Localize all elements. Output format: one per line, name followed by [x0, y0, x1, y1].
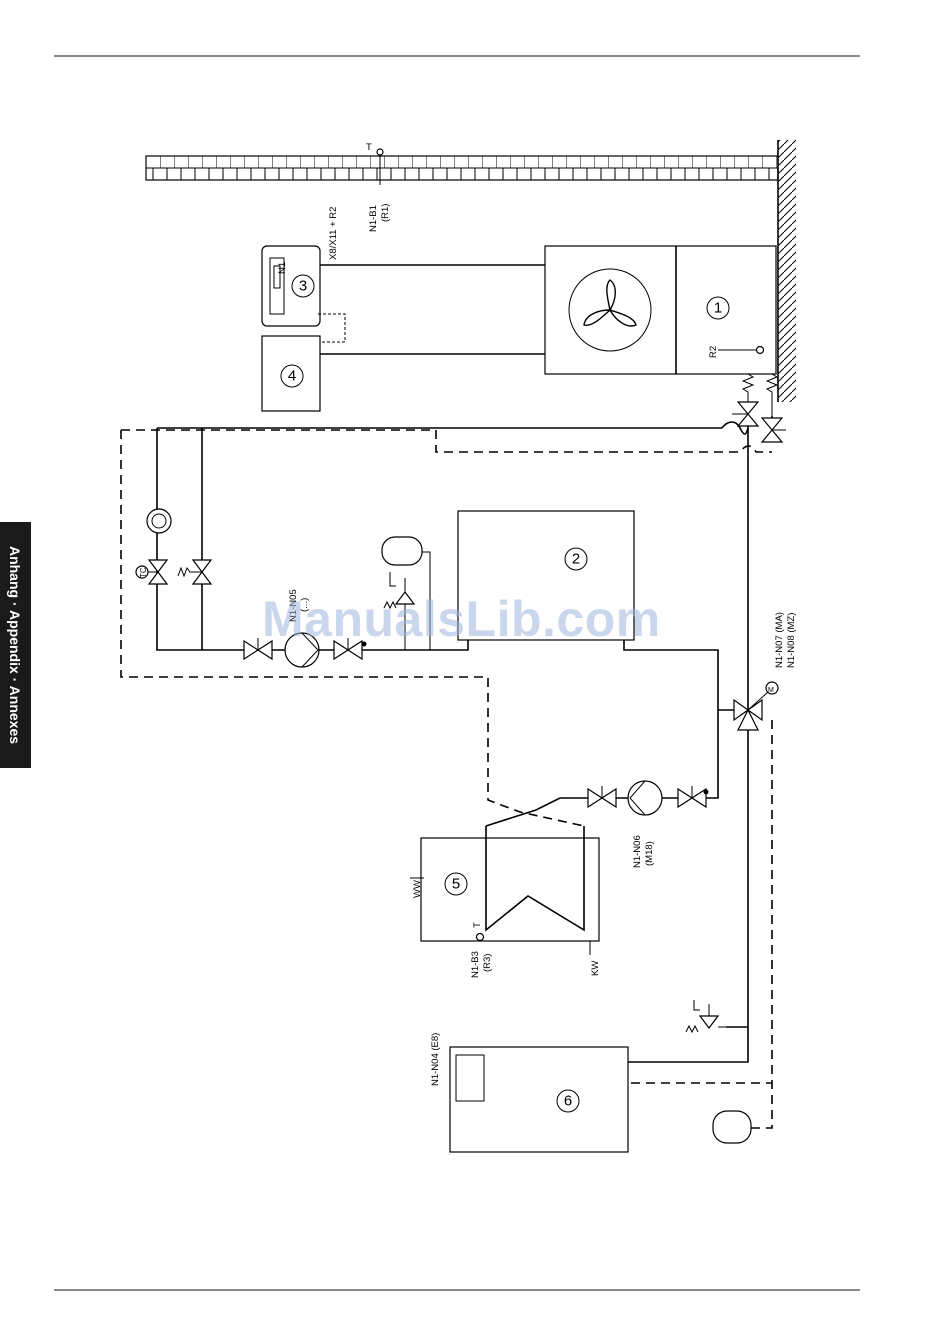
label-n1b3: N1-B3 — [470, 951, 481, 978]
expansion-vessel-lower — [713, 1083, 772, 1143]
label-n1-unit: N1 — [277, 262, 288, 274]
extension-unit — [262, 336, 545, 411]
label-r2: R2 — [708, 346, 719, 358]
label-tc: TC — [139, 567, 148, 578]
label-r1: (R1) — [380, 204, 391, 222]
outer-wall — [146, 156, 778, 180]
component-number-3: 3 — [299, 278, 307, 295]
component-number-1: 1 — [714, 300, 722, 317]
flex-hose-1 — [743, 374, 753, 402]
overflow-valve — [178, 560, 211, 584]
label-n1n04: N1-N04 (E8) — [430, 1033, 441, 1086]
label-m18: (M18) — [644, 841, 655, 866]
return-dashed-pipes — [121, 416, 772, 1083]
label-ww: WW — [412, 880, 423, 898]
shutoff-valve-hp-2 — [762, 418, 786, 442]
safety-valve-lower — [686, 1000, 726, 1032]
component-number-6: 6 — [564, 1093, 572, 1110]
component-number-2: 2 — [572, 551, 580, 568]
watermark: ManualsLib.com — [262, 590, 661, 648]
flex-hose-2 — [767, 374, 777, 418]
label-n1n08: N1-N08 (MZ) — [786, 613, 797, 668]
boiler — [450, 1047, 628, 1152]
label-kw: KW — [590, 961, 601, 976]
label-n1n06: N1-N06 — [632, 835, 643, 868]
component-number-4: 4 — [288, 368, 296, 385]
ground — [778, 140, 796, 402]
label-n1b1: N1-B1 — [368, 205, 379, 232]
pressure-gauge — [147, 509, 171, 533]
label-r3: (R3) — [482, 954, 493, 972]
label-x8: X8/X11 + R2 — [328, 207, 339, 260]
label-m: M — [768, 687, 774, 694]
heat-pump-unit — [545, 246, 776, 374]
label-t-top: T — [366, 142, 372, 153]
dhw-pump — [588, 781, 709, 815]
heating-circuit-pipes — [157, 415, 748, 1062]
label-n1n07: N1-N07 (MA) — [774, 612, 785, 668]
label-t5: T — [472, 922, 483, 928]
hot-water-tank — [410, 826, 599, 955]
component-number-5: 5 — [452, 876, 460, 893]
